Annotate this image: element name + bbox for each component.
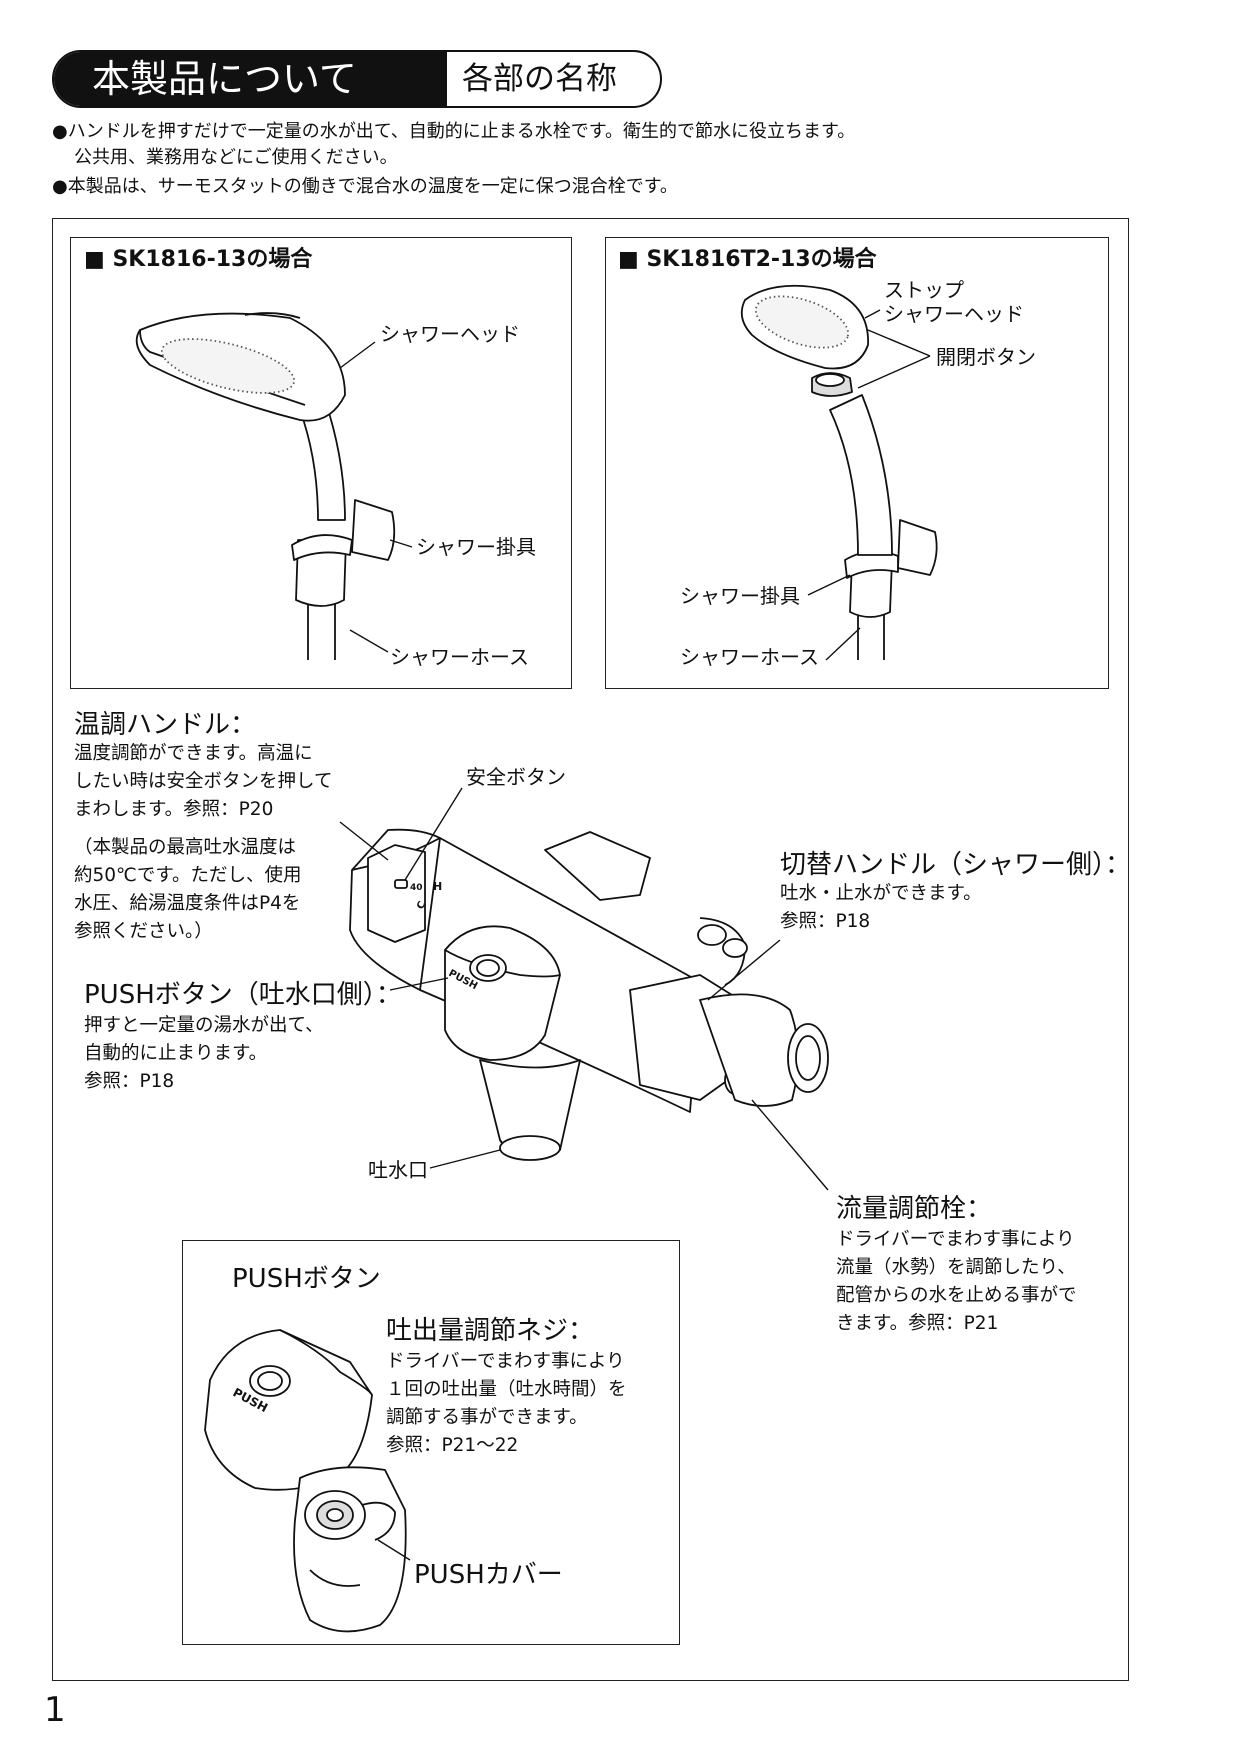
inset-screw-line-2: １回の吐出量（吐水時間）を [386,1379,627,1400]
push-spout-line-1: 押すと一定量の湯水が出て、 [84,1015,324,1036]
faucet-mark-h: H [433,880,442,893]
right-stop-label: ストップ [884,278,964,302]
right-shower-hose-label: シャワーホース [680,645,819,669]
push-spout-line-3: 参照：P18 [84,1071,175,1092]
spout-label: 吐水口 [368,1158,428,1182]
box-sk1816-title: ■ SK1816-13の場合 [84,247,313,272]
left-shower-drawing [135,312,396,660]
inset-screw-title: 吐出量調節ネジ： [386,1316,595,1346]
temp-handle-note-1: （本製品の最高吐水温度は [74,837,297,858]
diagram-frame [52,218,1129,1681]
page-title: 本製品について [54,52,447,106]
right-open-close-label: 開閉ボタン [936,345,1036,369]
temp-handle-line-1: 温度調節ができます。高温に [74,743,313,764]
flow-valve-line-1: ドライバーでまわす事により [836,1229,1075,1250]
temp-handle-note-4: 参照ください。） [74,921,213,942]
push-spout-line-2: 自動的に止まります。 [84,1043,268,1064]
inset-screw-line-1: ドライバーでまわす事により [386,1351,625,1372]
switch-handle-line-2: 参照：P18 [780,911,871,932]
flow-valve-line-4: きます。参照：P21 [836,1313,999,1334]
safety-button-label: 安全ボタン [466,765,566,789]
page-number: 1 [44,1690,66,1730]
section-subtitle: 各部の名称 [462,61,617,97]
right-shower-holder-label: シャワー掛具 [680,584,800,608]
temp-handle-note-2: 約50℃です。ただし、使用 [74,865,302,886]
inset-push-button-label: PUSHボタン [232,1264,381,1294]
flow-valve-line-2: 流量（水勢）を調節したり、 [836,1257,1076,1278]
switch-handle-title: 切替ハンドル（シャワー側）： [780,850,1132,880]
faucet-drawing [349,828,829,1161]
section-header: 本製品について 各部の名称 [52,50,662,108]
inset-push-box [182,1240,680,1645]
inset-push-cover-label: PUSHカバー [414,1560,563,1590]
push-spout-title: PUSHボタン（吐水口側）： [84,980,402,1010]
right-shower-head-label: シャワーヘッド [884,302,1024,326]
left-shower-holder-label: シャワー掛具 [416,535,536,559]
flow-valve-title: 流量調節栓： [836,1194,993,1224]
temp-handle-line-3: まわします。参照：P20 [74,799,274,820]
intro-line-2: 公共用、業務用などにご使用ください。 [74,147,398,168]
intro-line-1: ●ハンドルを押すだけで一定量の水が出て、自動的に止まる水栓です。衛生的で節水に役… [52,121,856,142]
inset-screw-line-3: 調節する事ができます。 [386,1407,588,1428]
leader-lines [339,309,931,1561]
faucet-mark-40: 40 [410,883,423,893]
temp-handle-note-3: 水圧、給湯温度条件はP4を [74,893,301,914]
temp-handle-line-2: したい時は安全ボタンを押して [74,771,333,792]
inset-push-drawing [204,1329,407,1633]
switch-handle-line-1: 吐水・止水ができます。 [780,883,982,904]
box-sk1816 [70,237,572,689]
intro-line-3: ●本製品は、サーモスタットの働きで混合水の温度を一定に保つ混合栓です。 [52,176,678,197]
temp-handle-title: 温調ハンドル： [74,710,257,740]
box-sk1816t2-title: ■ SK1816T2-13の場合 [618,247,877,272]
left-shower-head-label: シャワーヘッド [380,322,520,346]
faucet-mark-c: C [415,900,428,912]
flow-valve-line-3: 配管からの水を止める事がで [836,1285,1077,1306]
box-sk1816t2 [605,237,1109,689]
left-shower-hose-label: シャワーホース [390,645,529,669]
inset-screw-line-4: 参照：P21～22 [386,1435,519,1456]
right-shower-drawing [740,284,938,660]
